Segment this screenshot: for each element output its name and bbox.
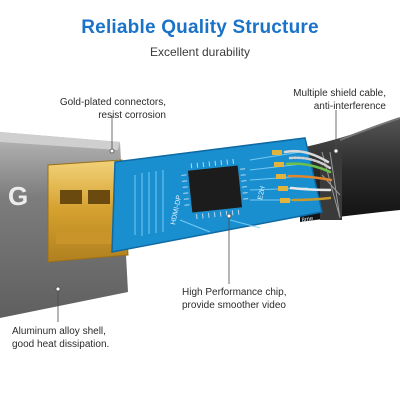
- callout-dot-aluminum: [55, 286, 61, 292]
- callout-shield-line2: anti-interference: [313, 101, 386, 112]
- callout-dot-gold: [109, 148, 115, 154]
- callout-chip: High Performance chip, provide smoother …: [182, 286, 332, 312]
- shielded-cable: [300, 117, 400, 222]
- callout-chip-line1: High Performance chip,: [182, 287, 287, 298]
- callout-gold-line1: Gold-plated connectors,: [59, 97, 166, 108]
- callout-shield-line1: Multiple shield cable,: [293, 88, 386, 99]
- callout-aluminum: Aluminum alloy shell, good heat dissipat…: [12, 325, 152, 351]
- callout-aluminum-line1: Aluminum alloy shell,: [12, 326, 106, 337]
- gold-plated-plug: [47, 159, 129, 263]
- pcb-board: HDMI-DP E2H 8me: [111, 137, 323, 253]
- page-subtitle: Excellent durability: [149, 45, 251, 59]
- callout-gold-plated: Gold-plated connectors, resist corrosion: [26, 96, 166, 122]
- callout-aluminum-line2: good heat dissipation.: [12, 339, 110, 350]
- pcb-label-corner: 8me: [301, 216, 314, 224]
- shell-logo-letter: G: [8, 181, 28, 211]
- pcb-label-right: E2H: [257, 186, 267, 201]
- callout-dot-shield: [333, 148, 339, 154]
- colored-wires: [283, 149, 333, 202]
- page-title: Reliable Quality Structure: [81, 17, 319, 38]
- callout-dot-chip: [226, 213, 232, 219]
- callout-gold-line2: resist corrosion: [98, 110, 166, 121]
- performance-chip: [181, 158, 249, 220]
- callout-shield-cable: Multiple shield cable, anti-interference: [226, 87, 386, 113]
- callout-chip-line2: provide smoother video: [182, 300, 286, 311]
